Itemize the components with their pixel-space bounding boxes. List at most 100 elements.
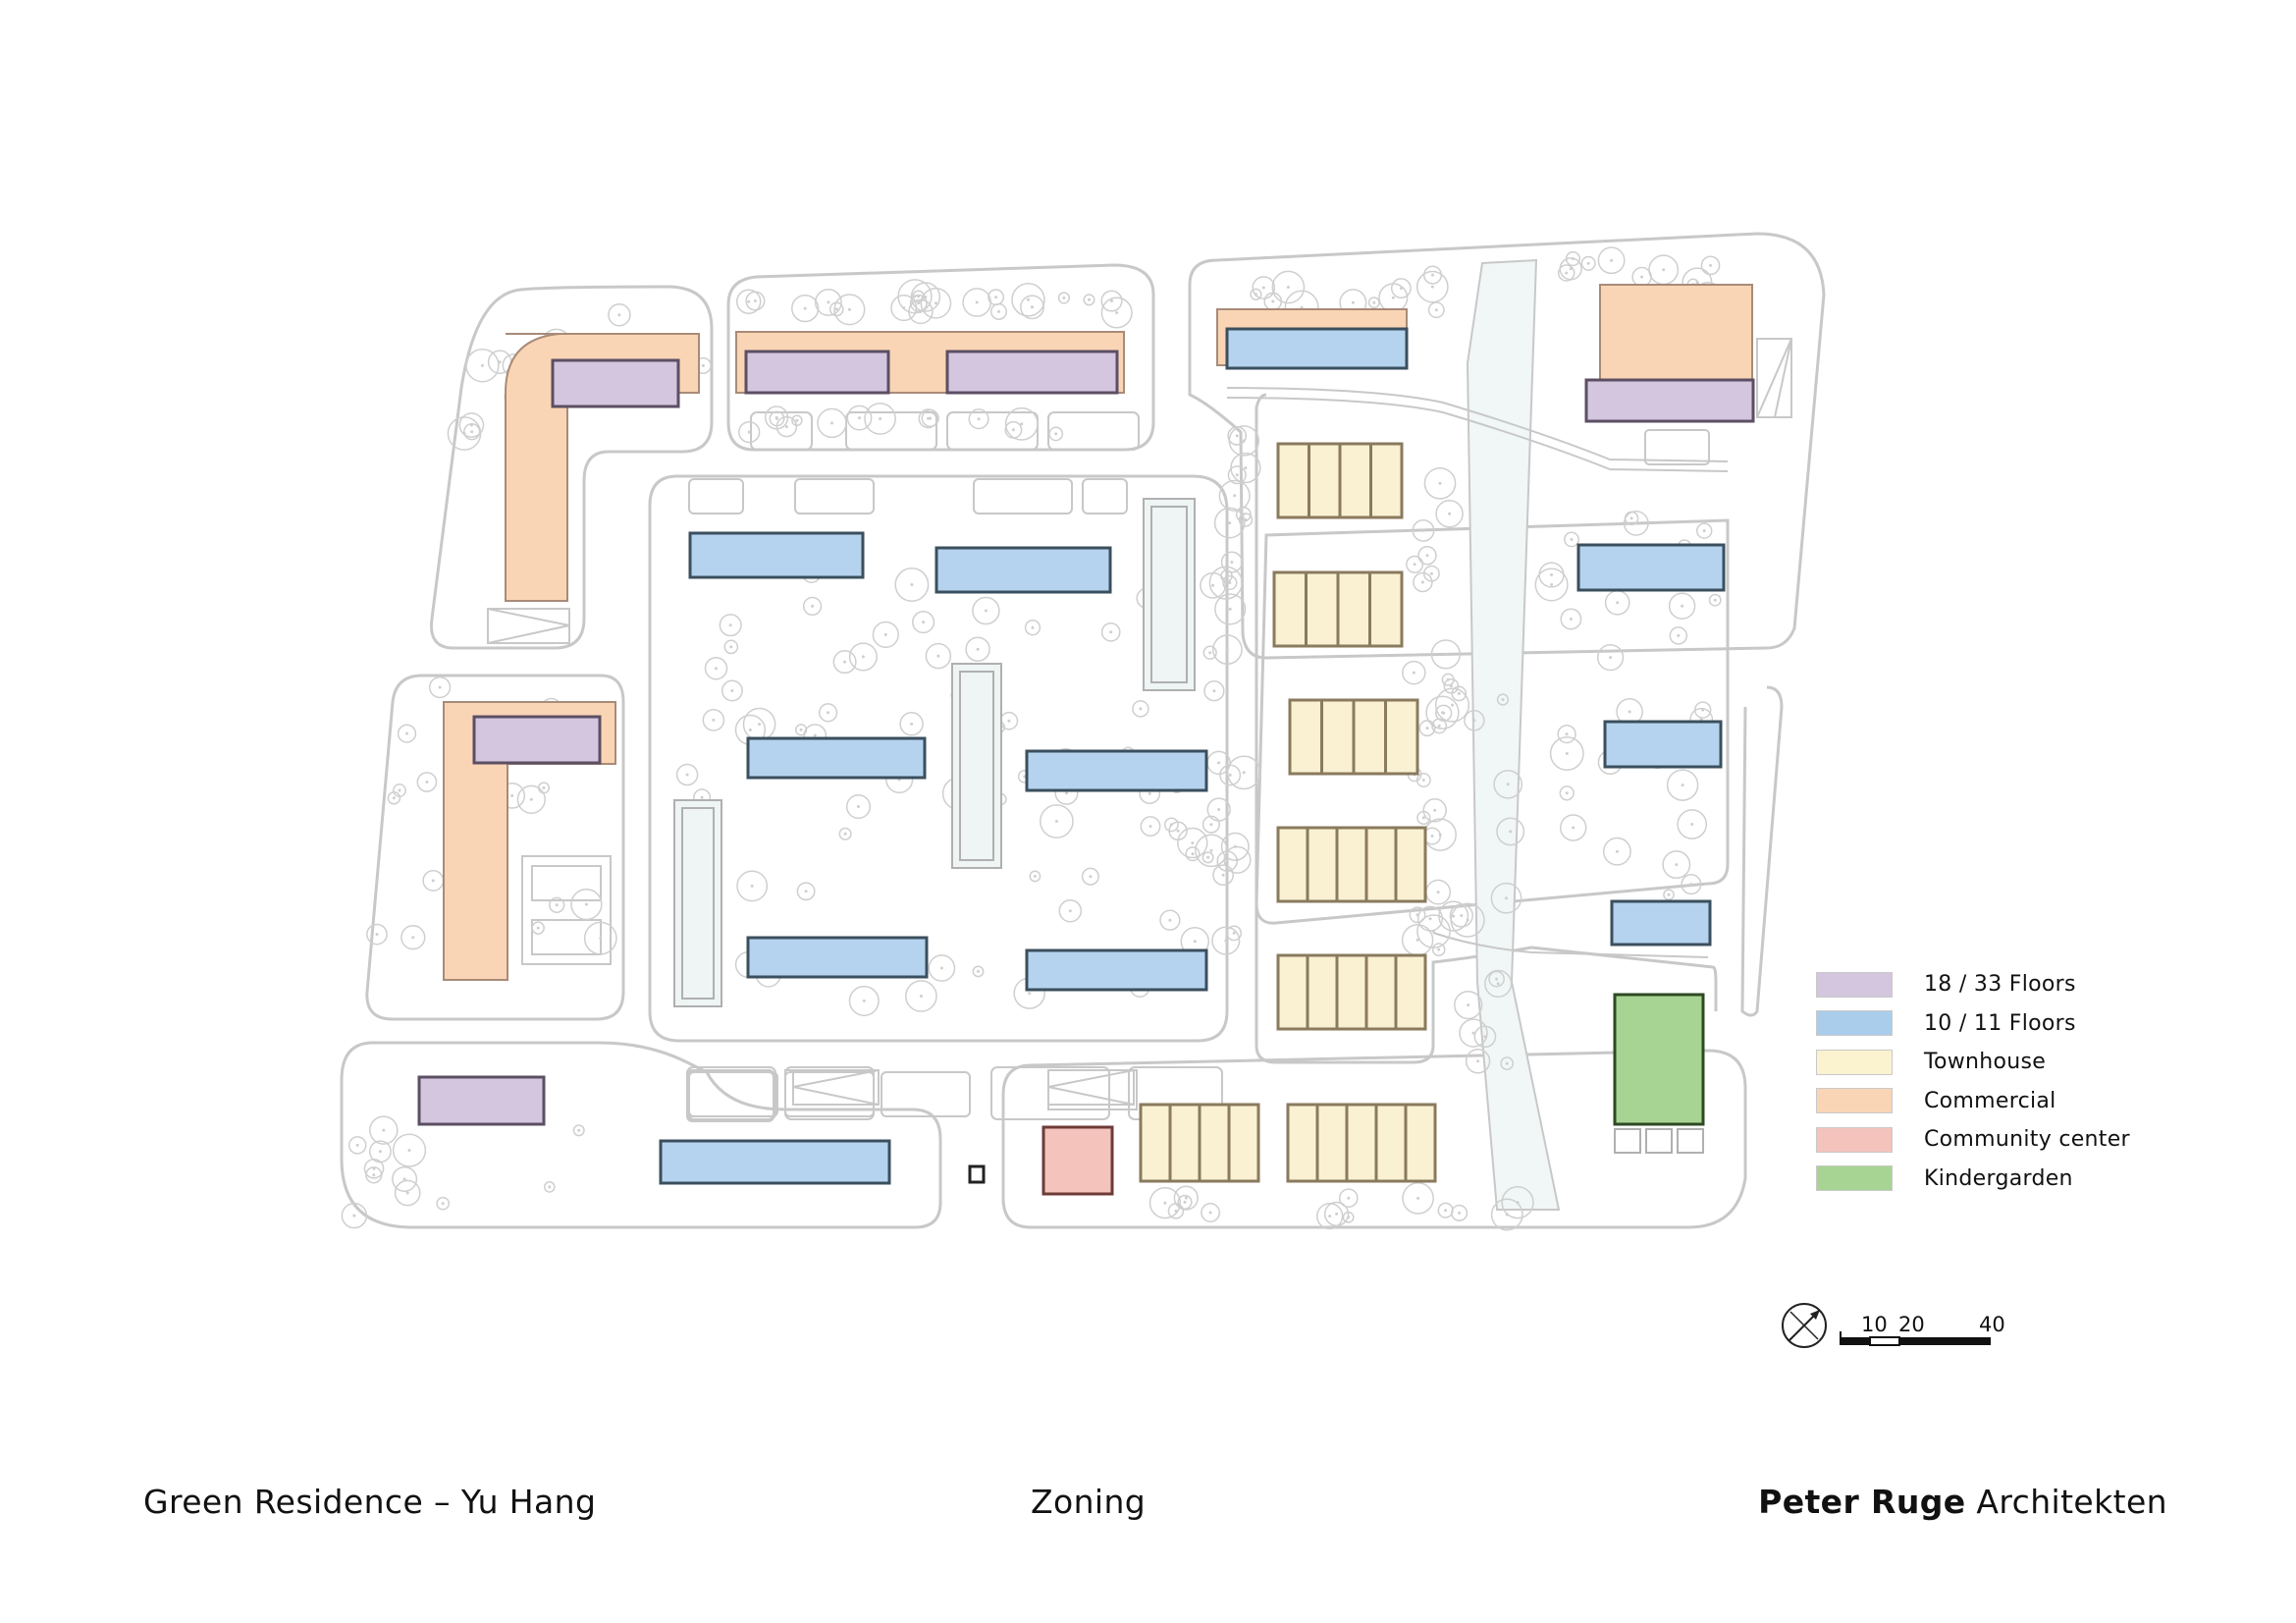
parcel-center bbox=[648, 474, 1229, 1043]
tree bbox=[463, 423, 481, 441]
tree-center bbox=[1413, 563, 1416, 567]
tree-center bbox=[1569, 618, 1573, 621]
tree-center bbox=[1007, 719, 1011, 723]
tree bbox=[394, 1179, 421, 1207]
tree-center bbox=[1412, 671, 1415, 675]
tree bbox=[918, 408, 938, 429]
tree-center bbox=[1425, 727, 1429, 730]
walkway-east bbox=[1432, 932, 1709, 958]
walkway-block-6 bbox=[845, 411, 937, 451]
tree-center bbox=[411, 936, 415, 940]
tree-center bbox=[498, 360, 502, 364]
midrise-10-11-1 bbox=[1225, 327, 1409, 370]
townhouse-row-4 bbox=[1276, 826, 1427, 903]
tree-center bbox=[913, 295, 917, 298]
tree bbox=[543, 1181, 556, 1193]
tree-center bbox=[1430, 835, 1434, 838]
tree bbox=[1323, 1201, 1350, 1227]
tree-center bbox=[1495, 977, 1499, 981]
legend-label-community: Community center bbox=[1924, 1127, 2130, 1153]
legend-label-townhouse: Townhouse bbox=[1924, 1050, 2047, 1075]
tree-center bbox=[378, 1150, 382, 1154]
tree-center bbox=[1415, 938, 1419, 942]
tree bbox=[1024, 620, 1041, 636]
tree bbox=[1413, 571, 1433, 593]
tree-center bbox=[1702, 529, 1706, 533]
tree bbox=[1564, 531, 1579, 548]
tree bbox=[1454, 990, 1483, 1020]
legend-swatch-mid bbox=[1816, 1010, 1893, 1037]
tree bbox=[1201, 1203, 1221, 1222]
tree-center bbox=[750, 884, 754, 888]
legend-swatch-kindergarten bbox=[1816, 1165, 1893, 1192]
tree bbox=[1226, 925, 1243, 942]
tree-center bbox=[1433, 808, 1437, 812]
tree bbox=[583, 921, 617, 955]
tree-center bbox=[1496, 982, 1500, 986]
tree bbox=[1081, 867, 1099, 886]
tree-center bbox=[1421, 528, 1425, 532]
townhouse-row-5 bbox=[1276, 953, 1427, 1031]
tree-center bbox=[398, 788, 401, 792]
tree-center bbox=[827, 711, 830, 715]
tree-center bbox=[375, 933, 379, 937]
tree-center bbox=[1681, 784, 1684, 787]
tree-center bbox=[1184, 1196, 1188, 1200]
tree bbox=[1208, 566, 1243, 600]
tree-center bbox=[1629, 516, 1633, 520]
tree bbox=[1218, 479, 1251, 512]
parcel-east-edge bbox=[1740, 685, 1784, 1017]
tree-center bbox=[1020, 422, 1024, 426]
tree-center bbox=[1191, 852, 1195, 856]
tree bbox=[341, 1202, 368, 1229]
legend-label-kindergarten: Kindergarden bbox=[1924, 1165, 2073, 1191]
tree-center bbox=[1446, 677, 1450, 681]
tree bbox=[537, 782, 551, 794]
tree bbox=[972, 596, 1000, 625]
tree-center bbox=[1667, 893, 1671, 896]
tree bbox=[1695, 522, 1713, 539]
tree-center bbox=[753, 299, 757, 302]
tree-center bbox=[1347, 1216, 1351, 1219]
tree-center bbox=[834, 307, 838, 311]
tree bbox=[719, 614, 742, 637]
tree bbox=[1417, 546, 1437, 566]
tree-center bbox=[997, 309, 1000, 313]
tree-center bbox=[1109, 630, 1113, 634]
tree-center bbox=[1434, 308, 1438, 312]
tree-center bbox=[1209, 823, 1213, 827]
midrise-10-11-10 bbox=[1610, 899, 1712, 947]
tree-center bbox=[747, 299, 751, 303]
tree-center bbox=[1616, 601, 1620, 605]
tree bbox=[1195, 834, 1228, 868]
parcel-townhouse-strip bbox=[1255, 393, 1718, 1064]
walkways bbox=[487, 338, 1792, 1122]
tree bbox=[1490, 1198, 1523, 1231]
office-name-rest: Architekten bbox=[1965, 1483, 2167, 1521]
scale-label-20: 20 bbox=[1898, 1313, 1925, 1336]
tree bbox=[1177, 827, 1208, 859]
tree bbox=[723, 639, 739, 655]
tree-center bbox=[1232, 931, 1236, 935]
tree-center bbox=[847, 307, 851, 311]
tree bbox=[1496, 693, 1510, 706]
tree bbox=[905, 980, 937, 1012]
tree-center bbox=[1615, 849, 1619, 853]
tree-center bbox=[1065, 791, 1068, 795]
tree-center bbox=[1169, 823, 1173, 827]
tree bbox=[1415, 270, 1449, 303]
tree-center bbox=[1088, 298, 1091, 301]
tree bbox=[1500, 1056, 1515, 1070]
walkway-block-15 bbox=[881, 1071, 971, 1117]
tree-center bbox=[1609, 656, 1613, 660]
tower-18-33-1 bbox=[551, 358, 680, 408]
tree-center bbox=[799, 728, 803, 731]
tree bbox=[397, 724, 417, 743]
tree-center bbox=[372, 1173, 376, 1177]
tree bbox=[1602, 837, 1631, 866]
tree bbox=[1220, 551, 1243, 573]
tower-18-33-4 bbox=[472, 715, 602, 765]
walkway-block-2 bbox=[784, 1066, 875, 1120]
tree-center bbox=[1221, 873, 1225, 877]
tree bbox=[1057, 292, 1071, 304]
